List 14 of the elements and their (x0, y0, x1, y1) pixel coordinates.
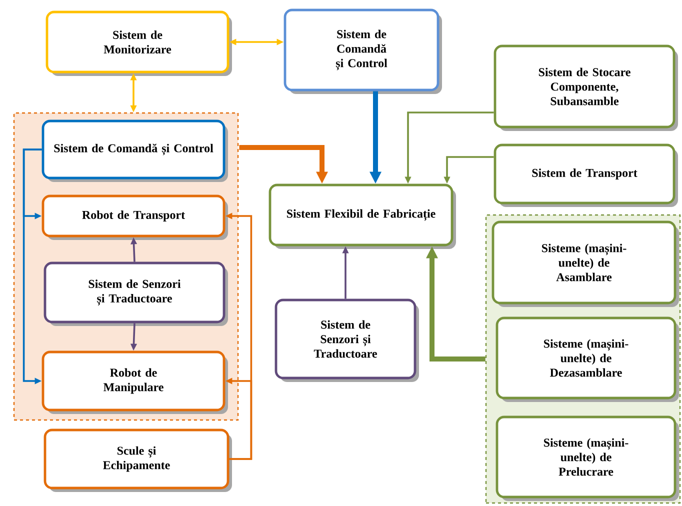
system-box: Sistem de Senzori și Traductoare (44, 262, 228, 326)
system-box: Sistem de Comandă și Control (284, 8, 442, 94)
system-box: Sistem de Transport (494, 144, 678, 207)
system-box: Sistem de Stocare Componente, Subansamble (494, 44, 678, 131)
system-box: Sisteme (mașini-unelte) de Dezasamblare (496, 316, 679, 402)
system-box: Robot de Transport (42, 194, 228, 240)
system-box: Sisteme (mașini-unelte) de Asamblare (492, 220, 679, 307)
system-box: Sistem de Comandă și Control (42, 120, 228, 182)
system-box: Sistem Flexibil de Fabricație (268, 184, 456, 249)
system-box: Scule și Echipamente (44, 428, 232, 492)
system-box: Sistem de Senzori și Traductoare (274, 298, 419, 382)
system-box: Sistem de Monitorizare (46, 10, 232, 76)
system-box: Robot de Manipulare (42, 350, 228, 414)
system-box: Sisteme (mașini-unelte) de Prelucrare (496, 416, 679, 501)
